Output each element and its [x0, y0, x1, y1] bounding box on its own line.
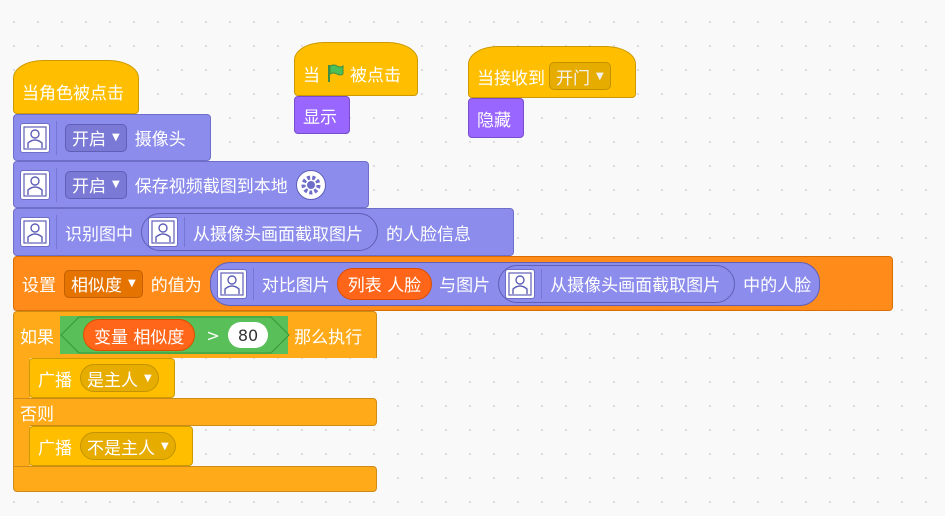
then-label: 那么执行 [294, 327, 363, 348]
with-label: 与图片 [439, 276, 491, 296]
recognize-suffix: 的人脸信息 [386, 224, 471, 245]
separator [184, 217, 185, 247]
show-label: 显示 [303, 107, 337, 128]
operator-label: > [206, 325, 220, 345]
hide-block[interactable]: 隐藏 [468, 98, 524, 138]
separator [56, 167, 57, 202]
flag-hat-prefix: 当 [303, 65, 320, 86]
when-flag-clicked-hat[interactable]: 当 被点击 [294, 42, 418, 96]
face-recognition-icon [148, 217, 178, 247]
variable-dropdown[interactable]: 相似度 ▼ [64, 269, 143, 298]
gear-icon[interactable] [295, 169, 326, 200]
set-mid-label: 的值为 [150, 276, 202, 296]
chevron-down-icon: ▼ [112, 132, 120, 143]
set-variable-block[interactable]: 设置 相似度 ▼ 的值为 对比图片 列表 人脸 与图片 从摄像头画面截取图片 中… [13, 256, 893, 311]
broadcast-label: 广播 [38, 438, 72, 459]
if-else-bottom [13, 466, 377, 492]
separator [56, 215, 57, 249]
if-label: 如果 [20, 327, 54, 348]
dropdown-value: 开启 [72, 177, 106, 197]
greater-than-operator[interactable]: 变量 相似度 > 80 [60, 316, 290, 354]
face-recognition-icon [20, 122, 50, 153]
chevron-down-icon: ▼ [112, 179, 120, 190]
save-toggle-dropdown[interactable]: 开启 ▼ [65, 170, 127, 199]
compare-suffix: 中的人脸 [743, 276, 812, 296]
camera-toggle-dropdown[interactable]: 开启 ▼ [65, 123, 127, 152]
face-recognition-icon [505, 268, 536, 299]
capture-image-reporter[interactable]: 从摄像头画面截取图片 [498, 264, 736, 303]
value-input[interactable]: 80 [227, 322, 269, 348]
condition-variable-reporter[interactable]: 变量 相似度 [83, 319, 196, 351]
broadcast-yes-block[interactable]: 广播 是主人 ▼ [29, 358, 175, 398]
dropdown-value: 不是主人 [87, 438, 155, 459]
chevron-down-icon: ▼ [128, 278, 136, 289]
when-i-receive-hat[interactable]: 当接收到 开门 ▼ [468, 46, 636, 98]
list-variable-reporter[interactable]: 列表 人脸 [336, 267, 433, 300]
face-recognition-icon [20, 169, 50, 200]
camera-label: 摄像头 [134, 130, 186, 150]
recognize-face-block[interactable]: 识别图中 从摄像头画面截取图片 的人脸信息 [13, 208, 514, 256]
chevron-down-icon: ▼ [596, 70, 604, 82]
broadcast-message-dropdown[interactable]: 不是主人 ▼ [80, 432, 176, 460]
hat-label: 当角色被点击 [22, 83, 124, 104]
broadcast-message-dropdown[interactable]: 是主人 ▼ [80, 364, 159, 392]
show-block[interactable]: 显示 [294, 96, 350, 134]
save-label: 保存视频截图到本地 [134, 177, 288, 197]
face-recognition-icon [20, 217, 50, 247]
message-dropdown[interactable]: 开门 ▼ [549, 62, 611, 90]
else-arm-left [13, 425, 30, 467]
separator [56, 120, 57, 155]
broadcast-label: 广播 [38, 370, 72, 391]
when-sprite-clicked-hat[interactable]: 当角色被点击 [13, 60, 139, 114]
save-screenshot-block[interactable]: 开启 ▼ 保存视频截图到本地 [13, 161, 369, 208]
dropdown-value: 相似度 [71, 276, 122, 296]
dropdown-value: 开门 [556, 68, 590, 89]
compare-label: 对比图片 [261, 276, 330, 296]
separator [252, 267, 254, 300]
separator [541, 268, 543, 299]
dropdown-value: 是主人 [87, 370, 138, 391]
chevron-down-icon: ▼ [144, 372, 152, 384]
receive-label: 当接收到 [477, 68, 545, 89]
broadcast-no-block[interactable]: 广播 不是主人 ▼ [29, 426, 193, 466]
else-row: 否则 [13, 398, 377, 426]
reporter-label: 从摄像头画面截取图片 [550, 276, 721, 296]
capture-image-reporter[interactable]: 从摄像头画面截取图片 [141, 213, 378, 251]
hide-label: 隐藏 [477, 110, 511, 131]
set-label: 设置 [22, 276, 56, 296]
face-recognition-icon [216, 268, 247, 299]
chevron-down-icon: ▼ [161, 440, 169, 452]
camera-block[interactable]: 开启 ▼ 摄像头 [13, 114, 211, 161]
recognize-prefix: 识别图中 [65, 224, 133, 245]
compare-faces-reporter[interactable]: 对比图片 列表 人脸 与图片 从摄像头画面截取图片 中的人脸 [209, 261, 821, 306]
green-flag-icon [326, 63, 344, 83]
dropdown-value: 开启 [72, 130, 106, 150]
if-else-block[interactable]: 如果 变量 相似度 > 80 那么执行 [13, 311, 377, 358]
flag-hat-suffix: 被点击 [350, 65, 401, 86]
else-label: 否则 [20, 404, 54, 425]
reporter-label: 从摄像头画面截取图片 [193, 224, 363, 245]
if-arm-left [13, 357, 30, 399]
